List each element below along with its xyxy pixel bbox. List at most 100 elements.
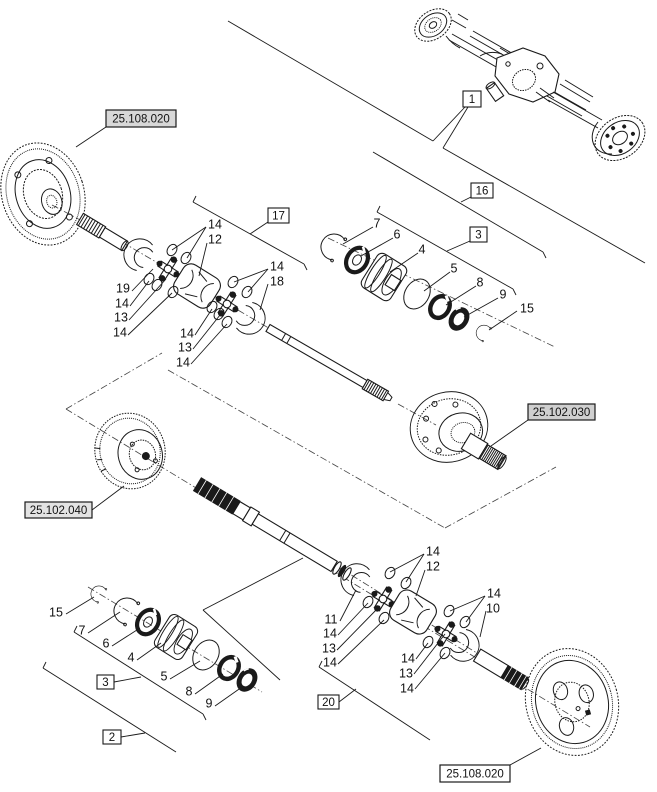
callout-14: 14 [487, 587, 501, 601]
ref-box-label: 1 [469, 94, 475, 106]
page-code-box[interactable] [439, 764, 511, 783]
callout-18: 18 [270, 275, 284, 289]
leader-line [405, 553, 425, 583]
callout-5: 5 [161, 670, 168, 684]
leader-line [423, 271, 451, 292]
upper-joint-group [117, 232, 272, 341]
bracket-line [202, 713, 207, 721]
callout-14: 14 [176, 356, 190, 370]
leader-line [194, 308, 213, 336]
bracket-line [192, 201, 305, 265]
callout-14: 14 [401, 652, 415, 666]
page-code-label: 25.102.030 [533, 407, 591, 419]
upper-seal-kit-row [315, 227, 493, 343]
callout-11: 11 [325, 613, 338, 627]
bracket-line [372, 151, 544, 253]
callout-12: 12 [208, 233, 222, 247]
bracket-line [442, 147, 646, 264]
leader-line [194, 673, 224, 695]
callout-14: 14 [323, 627, 337, 641]
brake-disc-front-left [0, 142, 86, 246]
callout-14: 14 [180, 327, 194, 341]
leader-line [190, 323, 228, 365]
bracket-line [303, 263, 308, 271]
leader-line [111, 627, 141, 647]
callout-14: 14 [208, 218, 222, 232]
page-code-box[interactable] [24, 501, 93, 519]
leader-line [488, 310, 518, 331]
ref-box-17[interactable] [267, 207, 290, 224]
bracket-line [42, 667, 177, 753]
ref-box-2[interactable] [102, 729, 122, 745]
bracket-line [376, 205, 381, 213]
bracket-line [542, 251, 547, 259]
ref-box-label: 20 [322, 697, 335, 709]
leader-line [136, 642, 162, 661]
callout-8: 8 [186, 685, 193, 699]
bracket-line [318, 660, 323, 668]
differential-housing [409, 391, 507, 471]
bracket-line [318, 666, 431, 741]
callout-14: 14 [115, 297, 129, 311]
leader-line [415, 569, 426, 597]
ref-box-leader [249, 221, 269, 235]
callout-6: 6 [394, 228, 401, 242]
leader-line [479, 610, 487, 638]
callout-14: 14 [426, 545, 440, 559]
lower-shaft [192, 477, 338, 573]
leader-line [192, 309, 225, 350]
ref-box-label: 3 [102, 677, 108, 689]
lower-joint-group [332, 557, 530, 691]
ref-box-label: 17 [272, 211, 285, 223]
code-box-leader [490, 419, 529, 447]
leader-line [169, 660, 201, 680]
callout-5: 5 [451, 262, 458, 276]
bracket-line [512, 288, 517, 296]
callout-13: 13 [178, 341, 192, 355]
bracket-line [202, 557, 304, 611]
leader-line [131, 268, 154, 292]
leader-line [337, 602, 369, 636]
callout-7: 7 [374, 217, 381, 231]
leader-line [129, 280, 150, 307]
page-code-box[interactable] [527, 403, 596, 421]
page-code-label: 25.102.040 [30, 505, 88, 517]
ref-box-label: 16 [476, 186, 489, 198]
annotation-layer: 1412191413141418141314764589151576458914… [24, 20, 646, 783]
page-code-box[interactable] [105, 109, 177, 128]
leader-line [214, 686, 243, 707]
bracket-line [73, 631, 204, 715]
ref-box-16[interactable] [470, 182, 494, 199]
ref-box-3[interactable] [96, 674, 115, 690]
bracket-line [376, 211, 514, 290]
leader-line [171, 226, 207, 251]
leader-line [449, 595, 486, 612]
page-code-label: 25.108.020 [112, 114, 170, 126]
ref-box-1[interactable] [462, 90, 482, 108]
ref-box-leader [120, 732, 146, 738]
bracket-line [73, 625, 78, 633]
callout-13: 13 [322, 642, 336, 656]
ref-box-leader [460, 196, 472, 203]
ref-box-20[interactable] [317, 694, 340, 710]
bracket-line [227, 20, 434, 142]
planetary-hub [94, 412, 166, 490]
code-box-leader [509, 747, 542, 766]
bracket-line [202, 609, 281, 681]
leader-line [389, 252, 419, 273]
callout-4: 4 [128, 651, 135, 665]
leader-line [463, 297, 499, 318]
leader-line [233, 268, 269, 283]
ref-box-3[interactable] [469, 226, 488, 243]
code-box-leader [91, 485, 125, 511]
callout-13: 13 [114, 311, 128, 325]
leader-line [247, 268, 269, 293]
callout-19: 19 [116, 282, 130, 296]
leader-line [337, 619, 385, 665]
leader-line [445, 285, 477, 306]
leader-line [414, 652, 446, 690]
callout-7: 7 [79, 624, 86, 638]
leader-line [339, 589, 357, 622]
